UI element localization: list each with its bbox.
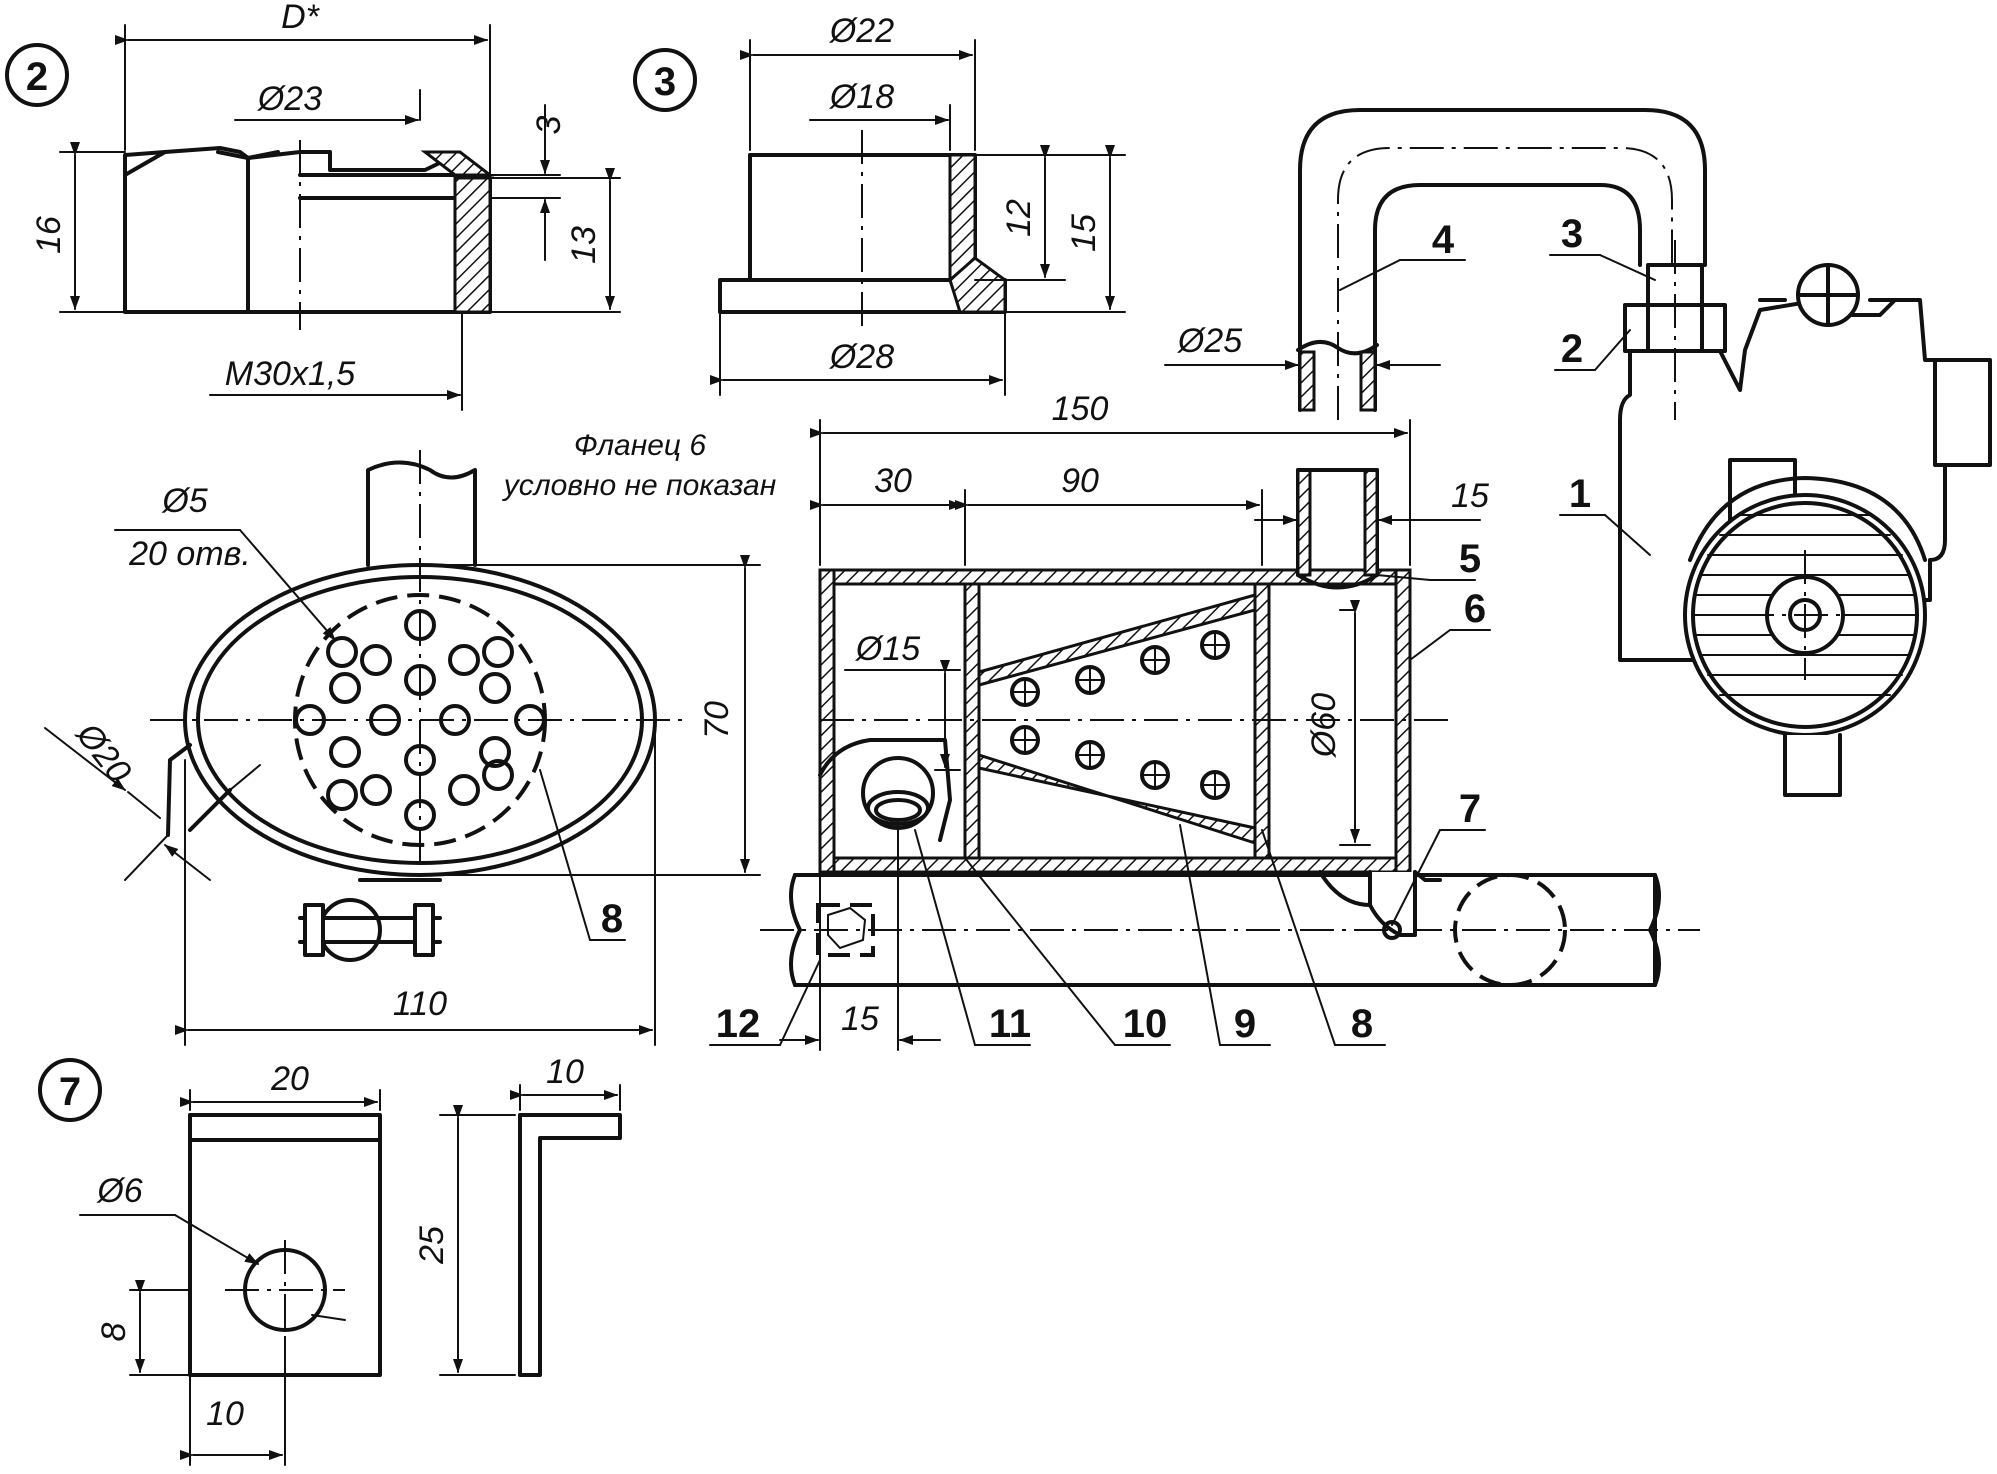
dim-h15: 15 (1065, 214, 1103, 252)
label-9: 9 (1234, 1002, 1256, 1046)
view-2-circle (5, 43, 69, 107)
dim-holes-count: 20 отв. (128, 535, 251, 573)
dim-holes-d5: Ø5 (161, 482, 207, 520)
dim-len-15-top: 15 (1451, 477, 1489, 515)
note-line-2: условно не показан (502, 469, 777, 502)
dim-h25: 25 (413, 1226, 451, 1265)
dim-pipe-d20: Ø20 (68, 715, 138, 790)
note-line-1: Фланец 6 (574, 429, 706, 462)
label-1: 1 (1569, 472, 1591, 516)
muffler-end-view: Фланец 6 условно не показан Ø5 (44, 429, 777, 1046)
dim-d28: Ø28 (829, 338, 894, 376)
dim-d-star: D* (281, 0, 321, 36)
label-6: 6 (1464, 587, 1486, 631)
bracket-view: 7 20 Ø6 8 10 25 10 (38, 1053, 622, 1466)
dim-dia-15: Ø15 (855, 630, 920, 668)
label-12: 12 (716, 1002, 761, 1046)
dim-len-15-bottom: 15 (841, 1000, 879, 1038)
dim-len-90: 90 (1061, 462, 1099, 500)
label-3: 3 (1561, 212, 1583, 256)
dim-h16: 16 (30, 216, 68, 254)
dim-height-70: 70 (698, 701, 736, 739)
nut-outline (123, 146, 492, 314)
dim-w10-top: 10 (546, 1053, 584, 1091)
view-2-label: 2 (26, 55, 48, 99)
section-bottom-wall (818, 856, 1412, 874)
cone-lower (977, 752, 1257, 846)
pipe-outer (1298, 108, 1707, 412)
view-7-label: 7 (59, 1070, 81, 1114)
cone-upper (977, 593, 1257, 687)
dim-dia-60: Ø60 (1305, 693, 1343, 758)
muffler-section-view: 150 30 90 15 Ø60 Ø15 15 5 6 7 (709, 390, 1700, 1051)
dim-w20: 20 (270, 1060, 309, 1098)
section-top-wall (818, 568, 1412, 586)
nut-hatched-wall (453, 176, 492, 314)
dim-w10-bottom: 10 (206, 1395, 244, 1433)
label-5: 5 (1459, 537, 1481, 581)
label-2: 2 (1561, 327, 1583, 371)
dim-len-30: 30 (874, 462, 912, 500)
dim-pipe-d25: Ø25 (1177, 322, 1242, 360)
label-7: 7 (1459, 787, 1481, 831)
dim-h3: 3 (530, 115, 568, 134)
dim-d23: Ø23 (257, 80, 322, 118)
view-3-label: 3 (654, 60, 676, 104)
label-10: 10 (1123, 1002, 1168, 1046)
dim-len-150: 150 (1052, 390, 1109, 428)
label-end-8: 8 (601, 897, 623, 941)
label-4: 4 (1432, 218, 1455, 262)
dim-thread: M30x1,5 (225, 355, 355, 393)
dim-width-110: 110 (393, 985, 447, 1023)
dim-d6: Ø6 (96, 1172, 142, 1210)
bushing-view: 3 Ø22 Ø18 12 15 Ø28 (633, 12, 1126, 396)
view-7-circle (38, 1058, 102, 1122)
dim-h8: 8 (95, 1322, 133, 1341)
dim-h13: 13 (565, 226, 603, 264)
view-3-circle (633, 48, 697, 112)
dim-d22: Ø22 (829, 12, 894, 50)
nut-view: 2 D* Ø23 16 3 13 M30x1,5 (5, 0, 621, 411)
label-11: 11 (989, 1002, 1031, 1046)
perforation-holes (294, 609, 546, 831)
dim-h12: 12 (1000, 199, 1038, 237)
pipe-inner (1373, 183, 1642, 412)
dim-d18: Ø18 (829, 78, 894, 116)
assembly-view: Ø25 4 3 2 1 (1164, 108, 1992, 797)
label-8: 8 (1351, 1002, 1373, 1046)
